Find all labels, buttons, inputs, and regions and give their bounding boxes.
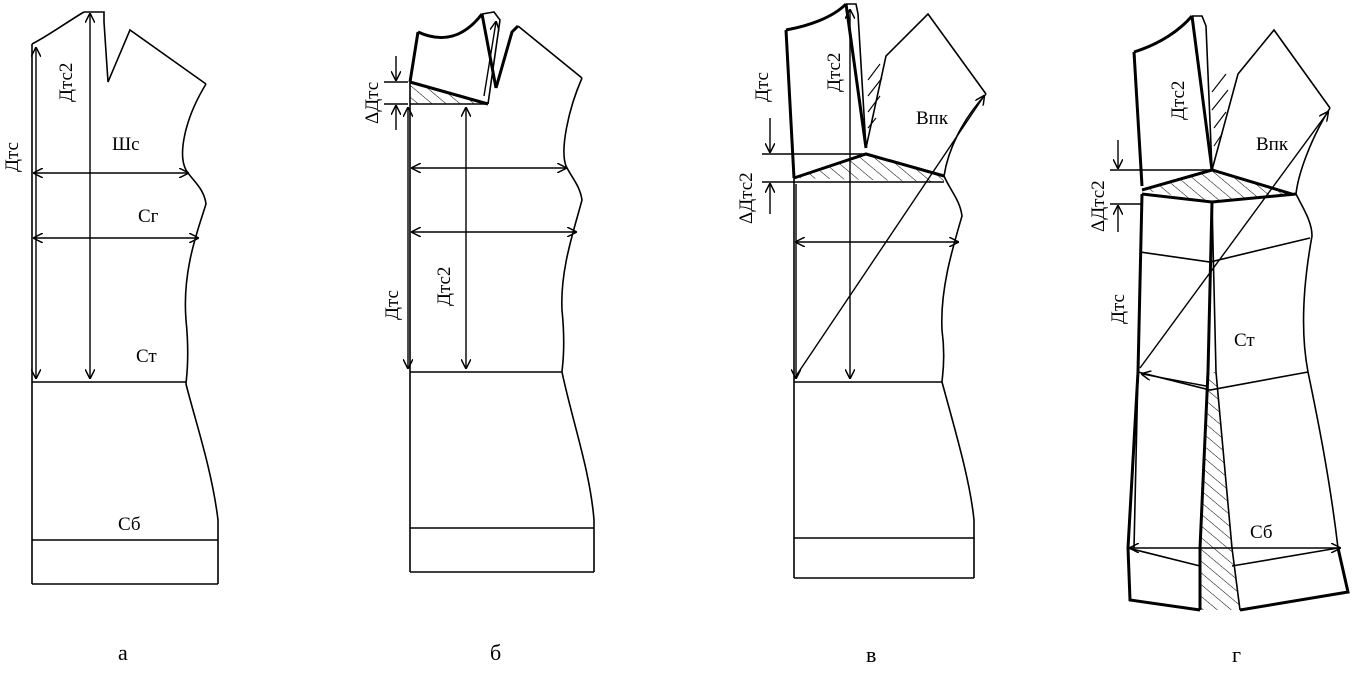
figure-v-label-dts2: Дтс2 — [824, 53, 845, 92]
figure-b-label-delta-dts: ΔДтс — [362, 82, 383, 124]
figure-b-label-dts2: Дтс2 — [434, 267, 455, 306]
figure-v-label-dts: Дтс — [752, 72, 773, 102]
figure-g-caption: г — [1232, 642, 1241, 667]
figure-a-label-sg: Сг — [138, 206, 159, 227]
figure-g-label-dts: Дтс — [1108, 294, 1129, 324]
figure-v-diagonal-arrow — [795, 96, 984, 377]
figure-b-outline — [408, 11, 595, 573]
figure-g-diagonal-arrow — [1139, 112, 1328, 369]
figure-v-label-delta-dts2: ΔДтс2 — [736, 172, 757, 224]
figure-g-label-dts2: Дтс2 — [1168, 81, 1189, 120]
figure-a-label-sb: Сб — [118, 514, 141, 535]
figure-g-st-arrow — [1142, 374, 1207, 387]
figure-b-label-dts: Дтс — [382, 290, 403, 320]
figure-a: Дтс Дтс2 Шс Сг Ст Сб а — [2, 11, 219, 665]
figure-b-caption: б — [490, 640, 501, 665]
figure-g-label-sb: Сб — [1250, 522, 1273, 543]
figure-v-hatch-dart — [867, 63, 883, 129]
figure-a-label-dts2: Дтс2 — [56, 63, 77, 102]
figure-v-hatch — [794, 154, 944, 182]
figure-v-caption: в — [866, 642, 876, 667]
figure-a-label-st: Ст — [136, 346, 157, 367]
figure-a-label-dts: Дтс — [2, 142, 23, 172]
figure-v: Дтс Дтс2 Впк ΔДтс2 в — [736, 2, 987, 667]
figure-g: Дтс2 Впк ΔДтс2 Дтс Ст Сб г — [1088, 15, 1350, 667]
figure-g-outline — [1126, 15, 1350, 612]
figure-v-label-vpk: Впк — [916, 108, 949, 129]
figure-g-hatch-dart — [1211, 73, 1229, 147]
figure-a-caption: а — [118, 640, 128, 665]
figure-a-label-shs: Шс — [112, 134, 140, 155]
figure-g-label-delta-dts2: ΔДтс2 — [1088, 180, 1109, 232]
figure-v-outline — [784, 2, 987, 579]
figure-g-hatch-yoke — [1142, 170, 1292, 202]
figure-b-neck-arrow — [483, 22, 496, 97]
figure-b: ΔДтс Дтс Дтс2 б — [362, 11, 595, 665]
figure-g-label-st: Ст — [1234, 330, 1255, 351]
figure-g-label-vpk: Впк — [1256, 134, 1289, 155]
